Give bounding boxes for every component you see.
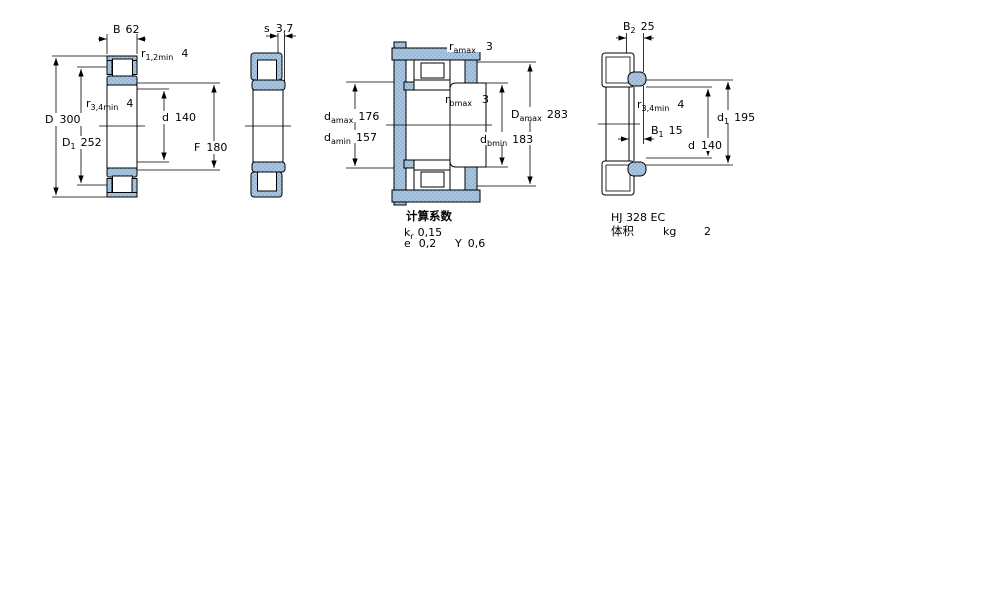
label-mask bbox=[60, 136, 100, 149]
hj-ring-info: HJ 328 EC 体积 kg 2 bbox=[611, 211, 711, 238]
ext-lines-abutment bbox=[346, 61, 536, 187]
roller-bottom bbox=[257, 171, 277, 192]
housing-shoulder-top bbox=[464, 59, 478, 84]
hj-mass-value: 2 bbox=[704, 225, 711, 238]
ring-lip-top bbox=[627, 71, 647, 87]
outer-ring-flange bbox=[131, 178, 138, 193]
hj-mass-label: 体积 bbox=[611, 224, 634, 238]
roller-top bbox=[112, 58, 133, 77]
label-mask bbox=[160, 111, 192, 124]
label-mask bbox=[686, 138, 720, 151]
housing-shoulder-bottom bbox=[464, 166, 478, 191]
label-mask bbox=[322, 130, 382, 143]
housing-bottom bbox=[391, 189, 481, 203]
outer-ring-flange bbox=[106, 60, 113, 75]
ext-lines-B bbox=[52, 34, 220, 198]
inner-ring-bottom bbox=[251, 161, 286, 173]
roller-bottom bbox=[420, 171, 445, 188]
ring-bottom-inner bbox=[605, 164, 631, 192]
ext-lines-s bbox=[277, 33, 285, 81]
roller-top bbox=[420, 62, 445, 79]
label-mask bbox=[447, 40, 495, 52]
outer-ring-bottom bbox=[106, 192, 138, 198]
shaft-abutment bbox=[393, 41, 407, 206]
hj-designation: HJ 328 EC bbox=[611, 211, 665, 224]
ring-lip-bottom bbox=[627, 161, 647, 177]
label-mask bbox=[715, 110, 757, 123]
label-mask bbox=[322, 109, 382, 122]
calc-factors-title: 计算系数 bbox=[406, 209, 452, 223]
ring-top-section bbox=[601, 52, 635, 88]
roller-top bbox=[257, 59, 277, 81]
label-mask bbox=[509, 107, 571, 120]
hj-mass-unit: kg bbox=[663, 225, 676, 238]
outer-ring-flange bbox=[106, 178, 113, 193]
label-mask bbox=[478, 132, 542, 145]
ext-lines-hj bbox=[626, 33, 733, 166]
roller-bottom bbox=[112, 175, 133, 194]
label-mask bbox=[192, 141, 225, 154]
label-mask bbox=[43, 113, 89, 126]
ring-top-inner bbox=[605, 56, 631, 84]
inner-ring-top bbox=[106, 75, 138, 86]
ring-bottom-section bbox=[601, 160, 635, 196]
inner-ring-top bbox=[251, 79, 286, 91]
